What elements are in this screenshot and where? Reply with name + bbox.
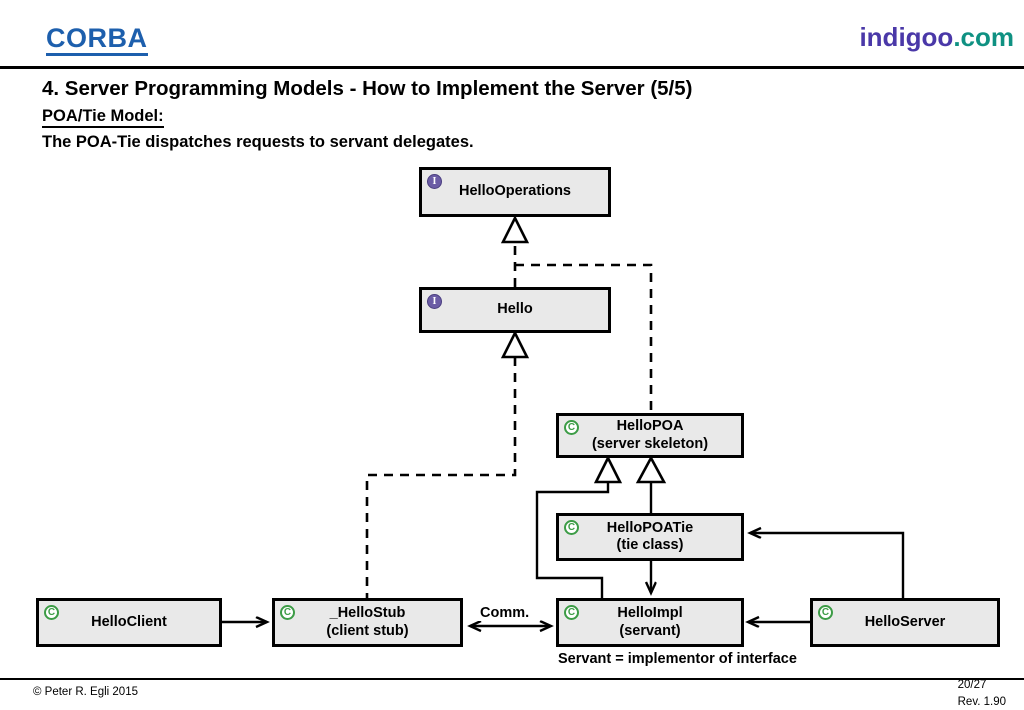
uml-node-title: Hello [497,301,533,318]
indigoo-brand-logo: indigoo.com [859,22,1014,52]
uml-node-title: HelloOperations [459,183,571,200]
class-marker-icon: C [564,605,579,620]
uml-node-subtitle: (client stub) [326,622,409,639]
uml-node-subtitle: (tie class) [616,537,684,553]
interface-marker-icon: I [427,174,442,189]
class-marker-icon: C [818,605,833,620]
uml-node-subtitle: (server skeleton) [591,435,709,452]
uml-node-hellostub[interactable]: C _HelloStub (client stub) [272,598,463,647]
uml-node-helloserver[interactable]: C HelloServer [810,598,1000,647]
page-number: 20/27 [957,679,987,691]
note-servant-definition: Servant = implementor of interface [556,651,799,667]
corba-logo: CORBA [46,24,148,57]
header-divider [0,66,1024,69]
footer-divider [0,678,1024,680]
class-marker-icon: C [564,520,579,535]
uml-node-title: HelloPOA [616,418,684,435]
class-marker-icon: C [280,605,295,620]
edge-hellostub-realizes-hello [365,330,530,598]
edge-hellopoatie-extends-hellopoa [635,455,667,513]
uml-node-title: HelloImpl [617,605,683,622]
uml-node-hellopoa[interactable]: C HelloPOA (server skeleton) [556,413,744,458]
slide-header: CORBA indigoo.com [0,0,1024,68]
uml-node-title: HelloClient [91,613,167,630]
section-subtitle: POA/Tie Model: [42,107,164,129]
section-description: The POA-Tie dispatches requests to serva… [42,133,474,152]
uml-node-title: _HelloStub [329,605,406,622]
uml-node-hellooperations[interactable]: I HelloOperations [419,167,611,217]
class-marker-icon: C [564,420,579,435]
edge-helloserver-creates-hellopoatie [750,533,905,598]
uml-node-helloclient[interactable]: C HelloClient [36,598,222,647]
uml-node-helloimpl[interactable]: C HelloImpl (servant) [556,598,744,647]
brand-tld: .com [953,22,1014,52]
revision-number: Rev. 1.90 [957,695,1006,708]
page-title: 4. Server Programming Models - How to Im… [42,77,693,100]
footer-meta: 20/27 Rev. 1.90 [958,678,1006,710]
uml-node-hellopoatie[interactable]: C HelloPOATie (tie class) [556,513,744,561]
brand-name: indigoo [859,22,954,52]
footer-copyright: © Peter R. Egli 2015 [33,686,138,698]
interface-marker-icon: I [427,294,442,309]
class-marker-icon: C [44,605,59,620]
edge-hello-realizes-hellooperations [500,215,530,287]
uml-node-subtitle: (servant) [619,622,681,639]
edge-label-comm: Comm. [478,605,532,621]
uml-node-title: HelloServer [864,613,946,630]
title-block: 4. Server Programming Models - How to Im… [42,76,992,153]
uml-node-hello[interactable]: I Hello [419,287,611,333]
uml-node-title: HelloPOATie [606,519,694,536]
